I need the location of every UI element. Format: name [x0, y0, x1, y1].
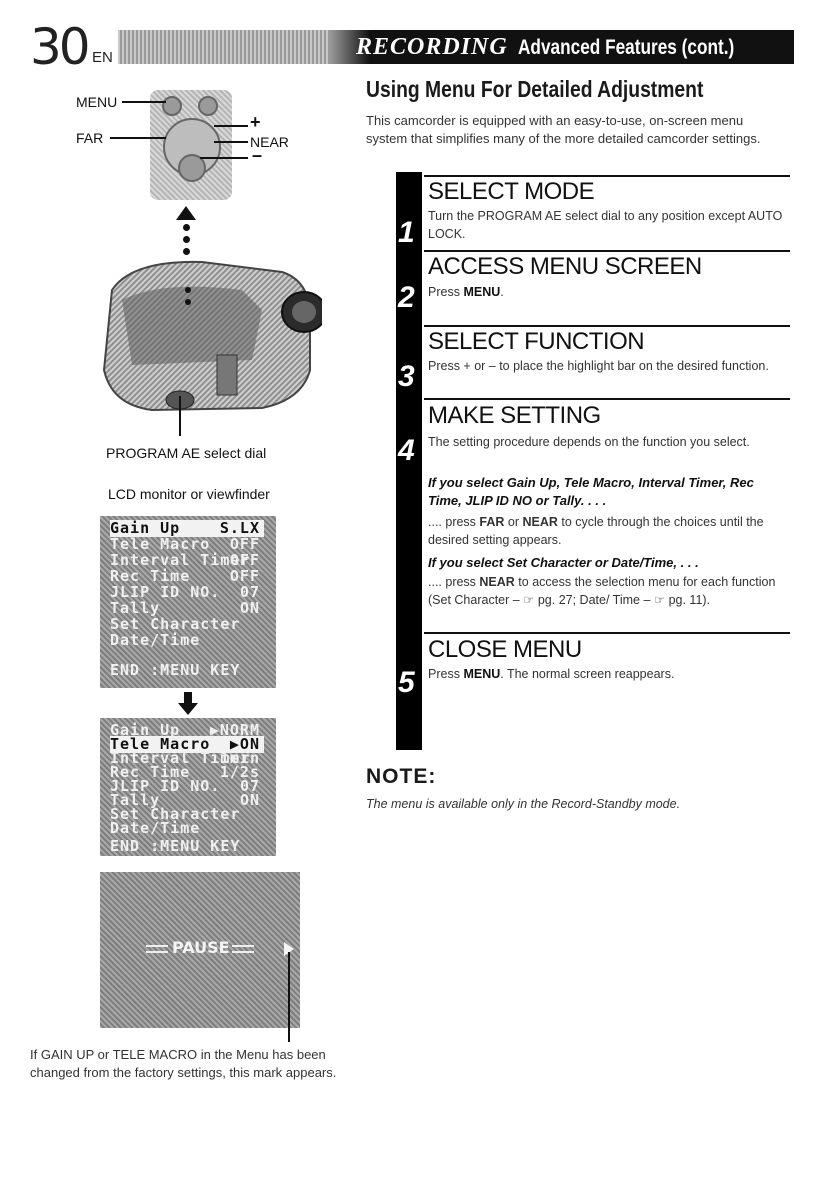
step-rule [424, 175, 790, 177]
step-4-case-1-heading: If you select Gain Up, Tele Macro, Inter… [428, 475, 754, 509]
note-text: The menu is available only in the Record… [366, 797, 681, 811]
dot-icon [183, 236, 190, 243]
menu-callout-line [122, 101, 166, 103]
monitor-caption: LCD monitor or viewfinder [108, 486, 270, 502]
step-4-case-2-heading: If you select Set Character or Date/Time… [428, 555, 699, 570]
step-2-text: Press MENU. [428, 285, 504, 299]
small-button-icon [198, 96, 218, 116]
step-4-title: MAKE SETTING [428, 402, 601, 429]
step-rule [424, 632, 790, 634]
step-4-number: 4 [398, 434, 415, 467]
minus-label: – [252, 145, 263, 165]
pause-text: PAUSE [172, 938, 230, 957]
pause-dash-left [146, 945, 168, 947]
step-rule [424, 398, 790, 400]
step-3-number: 3 [398, 360, 415, 393]
step-5-text: Press MENU. The normal screen reappears. [428, 667, 675, 681]
step-2-number: 2 [398, 281, 415, 314]
step-4-text: The setting procedure depends on the fun… [428, 435, 750, 449]
header-title-band [330, 30, 794, 64]
near-callout-line [214, 141, 248, 143]
section-title: Using Menu For Detailed Adjustment [366, 76, 704, 102]
dial-callout-line [179, 396, 181, 436]
menu-footer: END :MENU KEY [110, 661, 241, 679]
menu-row: Date/Time [110, 631, 201, 649]
arrow-up-icon [176, 206, 196, 220]
near-label: NEAR [250, 134, 289, 150]
steps-sidebar [396, 172, 422, 750]
note-heading: NOTE: [366, 765, 437, 788]
step-5-number: 5 [398, 666, 415, 699]
far-callout-line [110, 137, 166, 139]
step-2-title: ACCESS MENU SCREEN [428, 253, 702, 280]
arrow-down-icon [184, 692, 192, 704]
minus-callout-line [200, 157, 248, 159]
menu-screen-2: Gain Up▶NORM Tele Macro▶ON Interval Time… [100, 718, 276, 856]
far-label: FAR [76, 130, 104, 146]
step-rule [424, 325, 790, 327]
header-title-recording: RECORDING [356, 34, 508, 60]
step-4-case-1-text: .... press FAR or NEAR to cycle through … [428, 515, 764, 547]
dot-icon [183, 224, 190, 231]
header-title-advanced: Advanced Features (cont.) [517, 35, 734, 59]
header-title: RECORDING Advanced Features (cont.) [356, 32, 792, 62]
menu-footer: END :MENU KEY [110, 837, 241, 855]
language-code: EN [92, 49, 113, 66]
header-fade [330, 30, 370, 64]
menu-row: Gain Up▶NORM [110, 721, 260, 739]
step-5-title: CLOSE MENU [428, 636, 582, 663]
plus-label: + [250, 112, 261, 132]
dot-icon [183, 248, 190, 255]
pause-screen: PAUSE [100, 872, 300, 1028]
step-3-title: SELECT FUNCTION [428, 328, 645, 355]
bottom-caption: If GAIN UP or TELE MACRO in the Menu has… [30, 1047, 337, 1080]
mark-callout-line [288, 952, 290, 1042]
step-3-text: Press + or – to place the highlight bar … [428, 359, 769, 373]
dial-caption: PROGRAM AE select dial [106, 445, 267, 461]
menu-button-icon [162, 96, 182, 116]
menu-row: Set Character [110, 615, 241, 633]
intro-text: This camcorder is equipped with an easy-… [366, 113, 761, 146]
menu-label: MENU [76, 94, 118, 110]
step-1-number: 1 [398, 216, 415, 249]
page-number: 30 [30, 18, 91, 76]
arrow-down-head-icon [178, 703, 198, 715]
step-4-case-2-text: .... press NEAR to access the selection … [428, 575, 776, 607]
menu-row: JLIP ID NO.07 [110, 583, 260, 601]
menu-row: Date/Time [110, 819, 201, 837]
menu-row-highlighted: Tele Macro▶ON [110, 736, 264, 753]
pause-dash-right [232, 951, 254, 953]
pause-dash-right [232, 945, 254, 947]
step-rule [424, 250, 790, 252]
pause-dash-left [146, 951, 168, 953]
menu-row: Set Character [110, 805, 241, 823]
camcorder-image [102, 260, 322, 412]
step-1-text: Turn the PROGRAM AE select dial to any p… [428, 209, 783, 241]
step-1-title: SELECT MODE [428, 178, 595, 205]
minus-button-icon [178, 154, 206, 182]
plus-callout-line [214, 125, 248, 127]
menu-row: JLIP ID NO.07 [110, 777, 260, 795]
changed-mark-icon [284, 942, 294, 956]
